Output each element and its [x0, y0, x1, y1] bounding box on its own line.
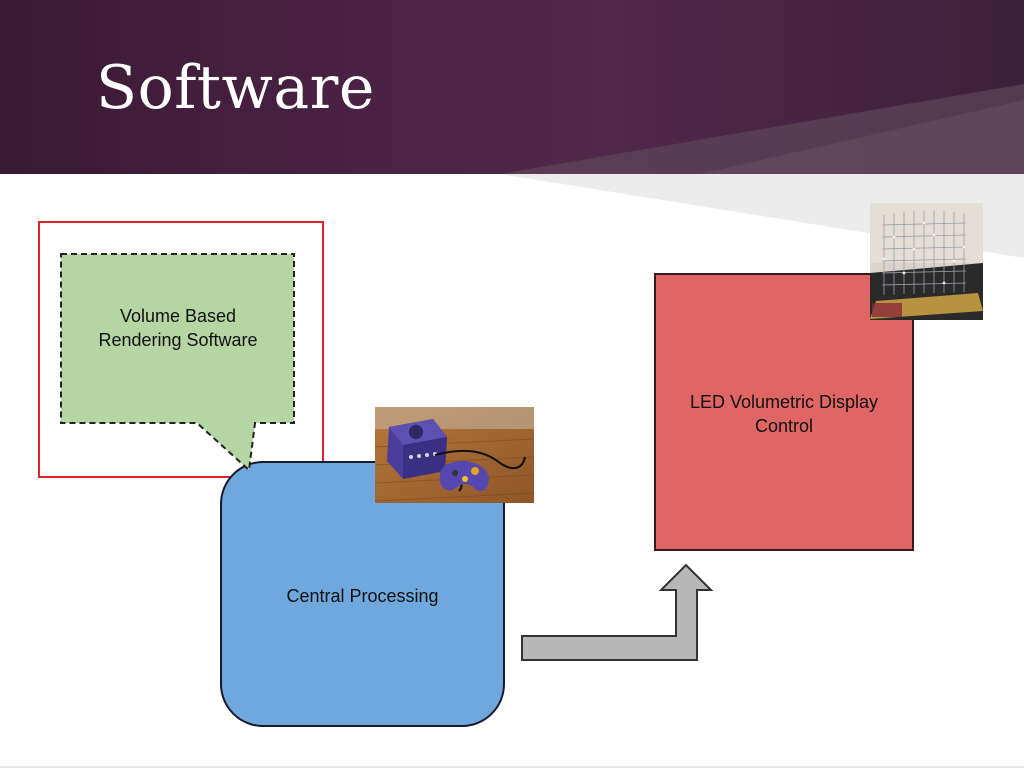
slide-title: Software: [96, 53, 375, 123]
led-cube-photo: [870, 203, 983, 320]
rendering-callout-bubble: [60, 253, 295, 473]
led-control-label: LED Volumetric Display Control: [689, 392, 879, 436]
central-processing-label: Central Processing: [286, 586, 439, 606]
slide-header: Software: [0, 0, 1024, 174]
led-control-box: [654, 273, 914, 551]
header-sheen: [500, 84, 1024, 174]
game-console-photo: [375, 407, 534, 503]
slide-bottom-border: [0, 766, 1024, 768]
rendering-callout-label: Volume Based Rendering Software: [98, 306, 258, 350]
central-processing-box: [220, 461, 505, 727]
highlight-frame: [38, 221, 324, 478]
flow-arrow: [521, 563, 714, 661]
